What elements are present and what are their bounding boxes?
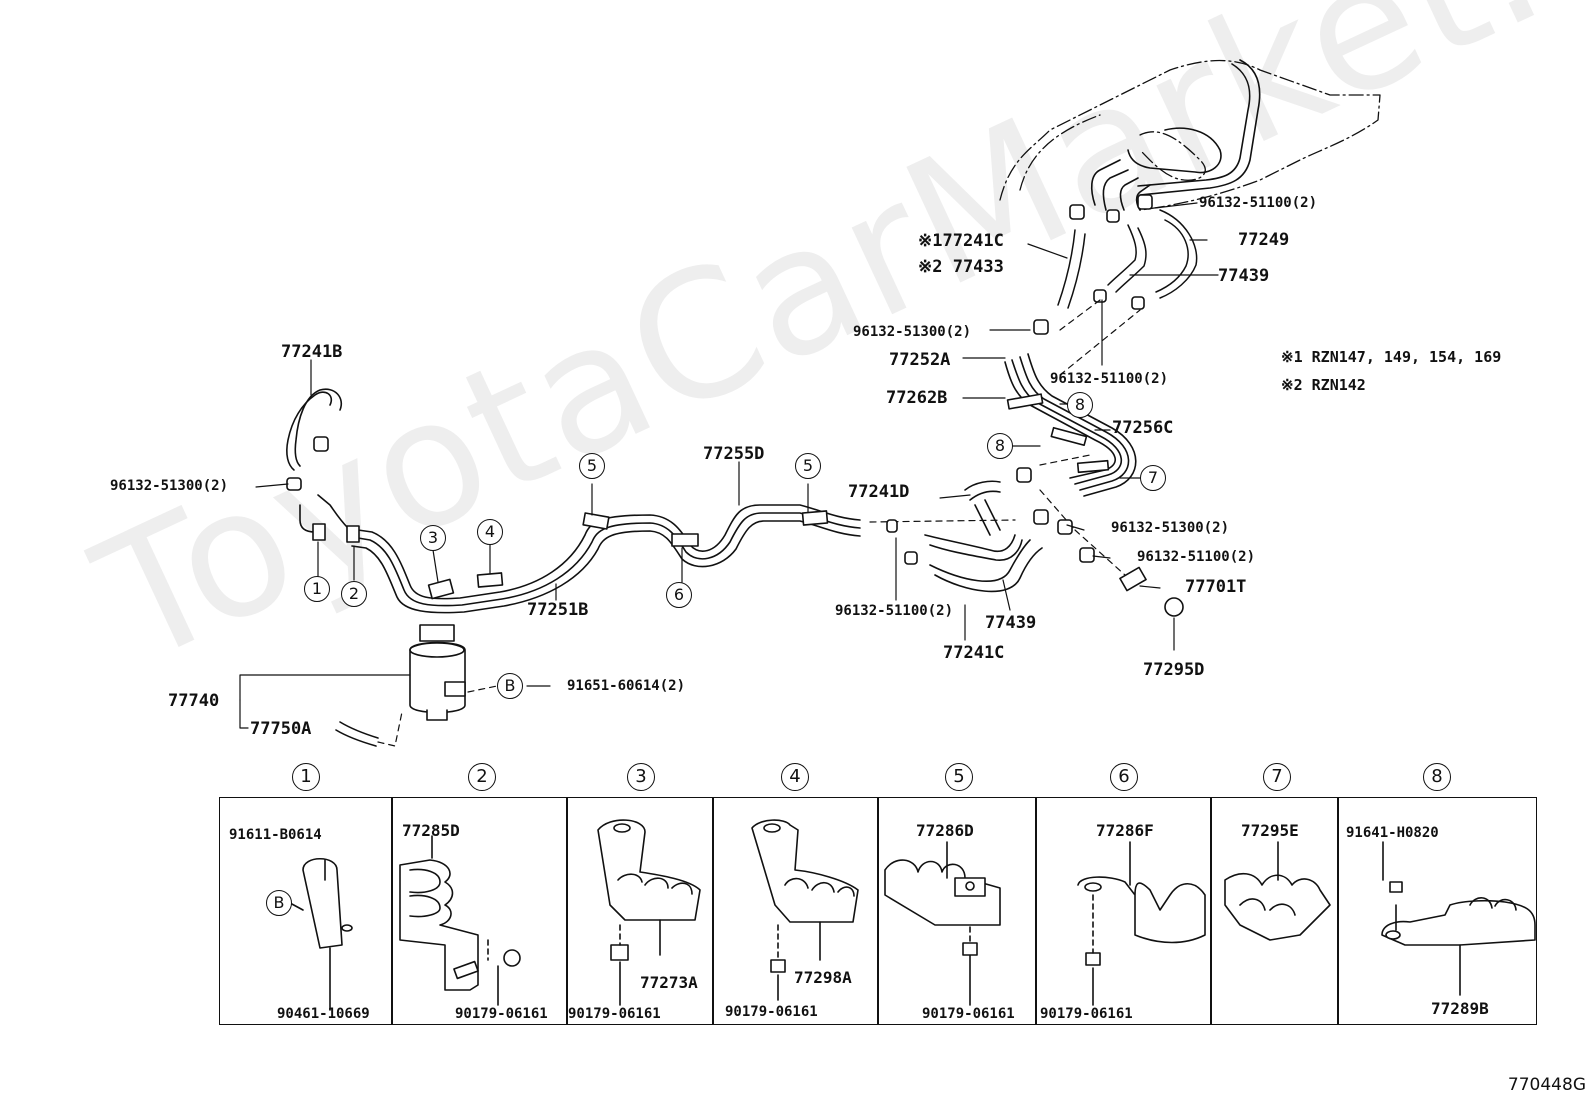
panel-3-drawing bbox=[597, 819, 701, 1006]
label-77251B: 77251B bbox=[527, 600, 589, 620]
label-77241C-top: ※177241C bbox=[918, 231, 1004, 251]
panel-8-number: 8 bbox=[1423, 763, 1451, 791]
leader-lines bbox=[239, 202, 1219, 729]
fittings-right bbox=[1016, 467, 1184, 617]
callout-5a: 5 bbox=[579, 453, 605, 479]
callout-3: 3 bbox=[420, 525, 446, 551]
label-77439-top: 77439 bbox=[1218, 266, 1270, 286]
hose-clamps-top bbox=[1033, 194, 1153, 335]
label-77241D: 77241D bbox=[848, 482, 910, 502]
panel-1 bbox=[219, 797, 393, 1025]
label-77256C: 77256C bbox=[1112, 418, 1174, 438]
panel-3-number: 3 bbox=[627, 763, 655, 791]
main-tube-clamps bbox=[312, 510, 829, 600]
label-96132-51100-mid: 96132-51100(2) bbox=[835, 603, 954, 619]
panel-6-number: 6 bbox=[1110, 763, 1138, 791]
hose-77241B bbox=[286, 388, 342, 491]
panel-7 bbox=[1210, 797, 1339, 1025]
callout-2: 2 bbox=[341, 581, 367, 607]
panel-2-part-b: 90179-06161 bbox=[455, 1006, 548, 1022]
label-77252A: 77252A bbox=[889, 350, 951, 370]
panel-4-number: 4 bbox=[781, 763, 809, 791]
diagram-reference: 770448G bbox=[1507, 1075, 1586, 1095]
label-77740: 77740 bbox=[168, 691, 220, 711]
panel-6-part-b: 90179-06161 bbox=[1040, 1006, 1133, 1022]
label-77701T: 77701T bbox=[1185, 577, 1247, 597]
panel-5-part-b: 90179-06161 bbox=[922, 1006, 1015, 1022]
callout-1: 1 bbox=[304, 576, 330, 602]
panel-3 bbox=[566, 797, 714, 1025]
label-77439-bottom: 77439 bbox=[985, 613, 1037, 633]
panel-5-number: 5 bbox=[945, 763, 973, 791]
label-96132-51300-top: 96132-51300(2) bbox=[853, 324, 972, 340]
label-77295D: 77295D bbox=[1143, 660, 1205, 680]
label-77433: ※2 77433 bbox=[918, 257, 1004, 277]
panel-3-part-b: 90179-06161 bbox=[568, 1006, 661, 1022]
label-77262B: 77262B bbox=[886, 388, 948, 408]
panel-5-drawing bbox=[884, 841, 1001, 1006]
panel-5-part-a: 77286D bbox=[916, 821, 974, 840]
callout-5b: 5 bbox=[795, 453, 821, 479]
mid-hoses bbox=[886, 480, 1043, 593]
panel-1-part-c: 90461-10669 bbox=[277, 1006, 370, 1022]
label-96132-51100-center: 96132-51100(2) bbox=[1050, 371, 1169, 387]
panel-1-part-b: B bbox=[266, 890, 292, 916]
label-77241B: 77241B bbox=[281, 342, 343, 362]
panel-8 bbox=[1337, 797, 1537, 1025]
callout-7: 7 bbox=[1140, 465, 1166, 491]
panel-6-drawing bbox=[1077, 841, 1206, 1006]
panel-2-part-a: 77285D bbox=[402, 821, 460, 840]
upper-hoses bbox=[1057, 209, 1198, 309]
label-77241C-bottom: 77241C bbox=[943, 643, 1005, 663]
label-96132-51100-right: 96132-51100(2) bbox=[1137, 549, 1256, 565]
canister-dashes bbox=[377, 685, 498, 747]
label-91651-60614: 91651-60614(2) bbox=[567, 678, 686, 694]
panel-8-drawing bbox=[1381, 841, 1536, 996]
panel-6-part-a: 77286F bbox=[1096, 821, 1154, 840]
callout-4: 4 bbox=[477, 519, 503, 545]
tube-bundle-right bbox=[1004, 353, 1137, 497]
panel-1-number: 1 bbox=[292, 763, 320, 791]
panel-1-drawing bbox=[289, 857, 353, 1011]
note-2: ※2 RZN142 bbox=[1281, 376, 1366, 394]
panel-2-drawing bbox=[399, 835, 521, 1006]
panel-6 bbox=[1035, 797, 1212, 1025]
label-96132-51300-right: 96132-51300(2) bbox=[1111, 520, 1230, 536]
bundle-clamps bbox=[1006, 393, 1110, 474]
panel-4-part-b: 90179-06161 bbox=[725, 1004, 818, 1020]
panel-3-part-a: 77273A bbox=[640, 973, 698, 992]
panel-2 bbox=[391, 797, 568, 1025]
label-96132-51100-top: 96132-51100(2) bbox=[1199, 195, 1318, 211]
panel-5 bbox=[877, 797, 1037, 1025]
panel-4-drawing bbox=[751, 819, 859, 1001]
canister-77740 bbox=[335, 624, 466, 747]
note-1: ※1 RZN147, 149, 154, 169 bbox=[1281, 348, 1502, 366]
panel-4-part-a: 77298A bbox=[794, 968, 852, 987]
panel-7-part-a: 77295E bbox=[1241, 821, 1299, 840]
panel-8-part-b: 77289B bbox=[1431, 999, 1489, 1018]
callout-6: 6 bbox=[666, 582, 692, 608]
panel-8-part-a: 91641-H0820 bbox=[1346, 825, 1439, 841]
label-77249: 77249 bbox=[1238, 230, 1290, 250]
panel-7-drawing bbox=[1224, 841, 1331, 941]
main-fuel-tubes bbox=[351, 504, 861, 614]
callout-B: B bbox=[497, 673, 523, 699]
label-77255D: 77255D bbox=[703, 444, 765, 464]
callout-8a: 8 bbox=[1067, 392, 1093, 418]
tank-top-pipes bbox=[1090, 59, 1261, 211]
panel-1-part-a: 91611-B0614 bbox=[229, 827, 322, 843]
fuel-tank-outline bbox=[999, 59, 1381, 211]
label-96132-51300-left: 96132-51300(2) bbox=[110, 478, 229, 494]
callout-8b: 8 bbox=[987, 433, 1013, 459]
panel-4 bbox=[712, 797, 879, 1025]
panel-2-number: 2 bbox=[468, 763, 496, 791]
panel-7-number: 7 bbox=[1263, 763, 1291, 791]
label-77750A: 77750A bbox=[250, 719, 312, 739]
